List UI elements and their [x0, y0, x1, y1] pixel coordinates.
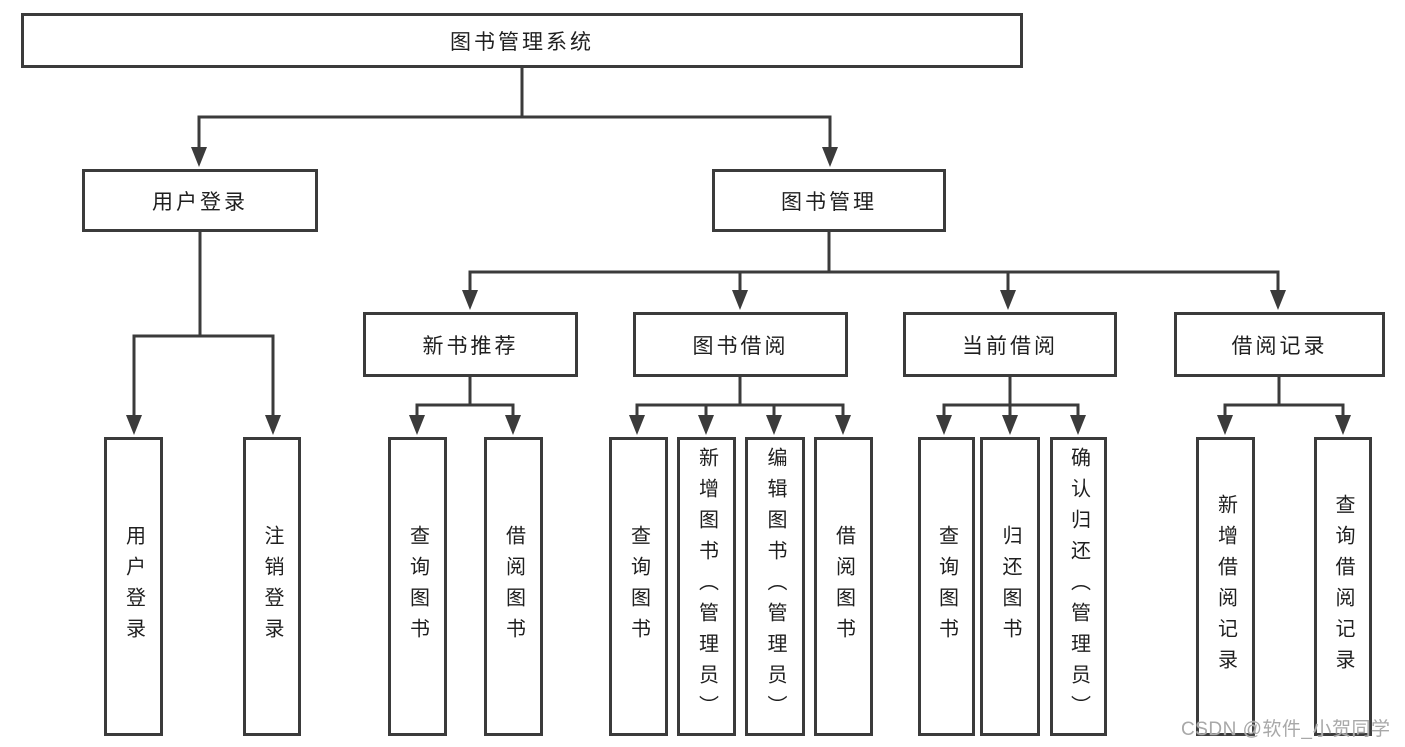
node-label: 编辑图书（管理员） — [764, 447, 786, 726]
node-label: 图书管理 — [781, 190, 877, 214]
node-current-borrowing: 当前借阅 — [903, 312, 1117, 377]
node-label: 新增借阅记录 — [1214, 493, 1237, 680]
leaf-borrow-add-books-admin: 新增图书（管理员） — [677, 437, 736, 736]
node-label: 查询图书 — [935, 524, 958, 649]
leaf-newbook-borrow-books: 借阅图书 — [484, 437, 543, 736]
leaf-current-return-books: 归还图书 — [980, 437, 1040, 736]
node-borrowing-records: 借阅记录 — [1174, 312, 1385, 377]
leaf-user-login: 用户登录 — [104, 437, 163, 736]
node-label: 确认归还（管理员） — [1067, 447, 1090, 726]
node-label: 图书管理系统 — [450, 30, 594, 54]
node-label: 归还图书 — [999, 524, 1021, 649]
node-label: 查询借阅记录 — [1332, 493, 1354, 680]
csdn-watermark: CSDN @软件_小贺同学 — [1181, 719, 1391, 740]
node-book-borrowing: 图书借阅 — [633, 312, 848, 377]
leaf-current-query-books: 查询图书 — [918, 437, 975, 736]
node-user-login: 用户登录 — [82, 169, 318, 232]
node-label: 新书推荐 — [422, 334, 519, 358]
node-label: 用户登录 — [152, 190, 248, 214]
leaf-current-confirm-return-admin: 确认归还（管理员） — [1050, 437, 1107, 736]
node-label: 借阅记录 — [1231, 334, 1328, 358]
node-book-management: 图书管理 — [712, 169, 946, 232]
node-label: 新增图书（管理员） — [695, 447, 718, 726]
node-label: 注销登录 — [261, 524, 283, 649]
node-label: 当前借阅 — [962, 334, 1058, 358]
node-label: 查询图书 — [406, 524, 429, 649]
leaf-records-query-record: 查询借阅记录 — [1314, 437, 1372, 736]
node-label: 借阅图书 — [832, 524, 855, 649]
leaf-borrow-edit-books-admin: 编辑图书（管理员） — [745, 437, 805, 736]
node-library-management-system: 图书管理系统 — [21, 13, 1023, 68]
leaf-newbook-query-books: 查询图书 — [388, 437, 447, 736]
leaf-records-add-record: 新增借阅记录 — [1196, 437, 1255, 736]
node-new-book-recommend: 新书推荐 — [363, 312, 578, 377]
leaf-borrow-query-books: 查询图书 — [609, 437, 668, 736]
leaf-borrow-borrow-books: 借阅图书 — [814, 437, 873, 736]
node-label: 图书借阅 — [692, 334, 789, 358]
leaf-logout: 注销登录 — [243, 437, 301, 736]
node-label: 查询图书 — [627, 524, 650, 649]
node-label: 借阅图书 — [502, 524, 525, 649]
node-label: 用户登录 — [122, 524, 145, 649]
